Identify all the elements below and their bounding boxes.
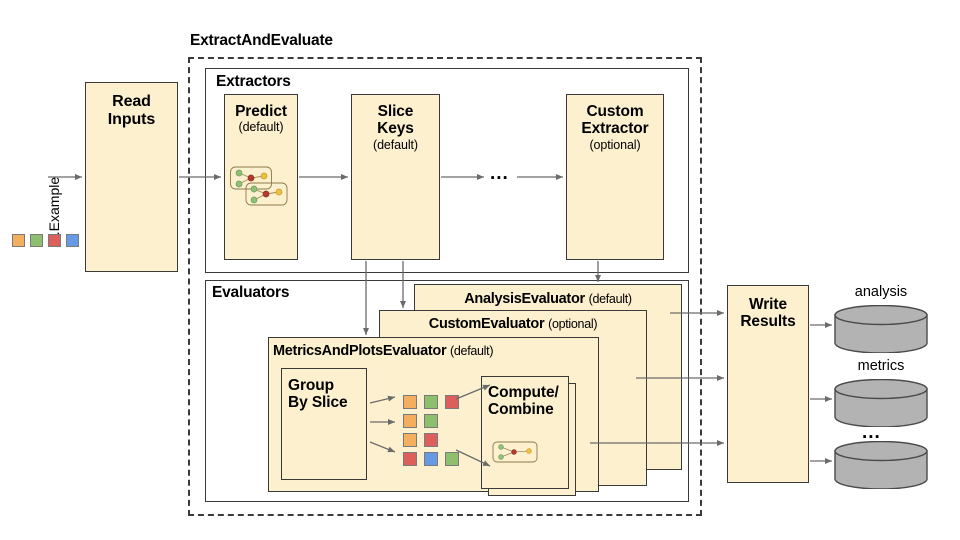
group-by-slice-label: Group By Slice — [288, 377, 348, 412]
read-inputs-label: Read Inputs — [107, 93, 156, 128]
analysis-store-label: analysis — [854, 284, 908, 300]
extractor-ellipsis: ... — [490, 163, 509, 184]
slice-chip — [424, 452, 438, 466]
slice-chip — [403, 395, 417, 409]
extractor-predict-label: Predict (default) — [235, 103, 287, 135]
analysis-evaluator-label: AnalysisEvaluator (default) — [464, 291, 632, 307]
slice-chip — [445, 452, 459, 466]
compute-graph-icon — [492, 441, 538, 463]
custom-evaluator-label: CustomEvaluator (optional) — [428, 316, 598, 332]
group-by-slice-box[interactable]: Group By Slice — [281, 368, 367, 480]
write-results-label: Write Results — [740, 296, 796, 331]
extract-and-evaluate-boundary — [188, 57, 702, 516]
compute-combine-box[interactable]: Compute/ Combine — [481, 376, 569, 489]
read-inputs-box[interactable]: Read Inputs — [85, 82, 178, 272]
slice-chip — [445, 395, 459, 409]
extractors-panel-title: Extractors — [216, 73, 291, 90]
input-chip — [12, 234, 25, 247]
extractor-custom-label: Custom Extractor (optional) — [581, 103, 649, 152]
input-chip — [48, 234, 61, 247]
input-chip — [66, 234, 79, 247]
slice-chip — [424, 414, 438, 428]
metrics-store-cylinder[interactable] — [833, 379, 929, 427]
other-store-cylinder[interactable] — [833, 441, 929, 489]
predict-graph-icon — [230, 166, 288, 206]
extractor-custom-box[interactable]: Custom Extractor (optional) — [566, 94, 664, 260]
extract-and-evaluate-title: ExtractAndEvaluate — [190, 32, 333, 49]
slice-chip — [424, 395, 438, 409]
input-chip — [30, 234, 43, 247]
slice-chip — [424, 433, 438, 447]
metrics-and-plots-evaluator-label: MetricsAndPlotsEvaluator (default) — [273, 343, 494, 359]
analysis-store-cylinder[interactable] — [833, 305, 929, 353]
input-chips — [12, 234, 82, 248]
evaluators-panel-title: Evaluators — [212, 284, 290, 301]
write-results-box[interactable]: Write Results — [727, 285, 809, 483]
extractor-slice-keys-box[interactable]: Slice Keys (default) — [351, 94, 440, 260]
slice-chip — [403, 433, 417, 447]
slice-chip-grid — [403, 395, 467, 467]
compute-combine-label: Compute/ Combine — [488, 384, 559, 419]
extractor-slice-keys-label: Slice Keys (default) — [373, 103, 418, 152]
slice-chip — [403, 452, 417, 466]
extractor-predict-box[interactable]: Predict (default) — [224, 94, 298, 260]
other-store-label: ... — [862, 422, 881, 443]
metrics-and-plots-evaluator-box[interactable]: MetricsAndPlotsEvaluator (default) Group… — [268, 337, 599, 496]
slice-chip — [403, 414, 417, 428]
metrics-store-label: metrics — [857, 358, 905, 374]
